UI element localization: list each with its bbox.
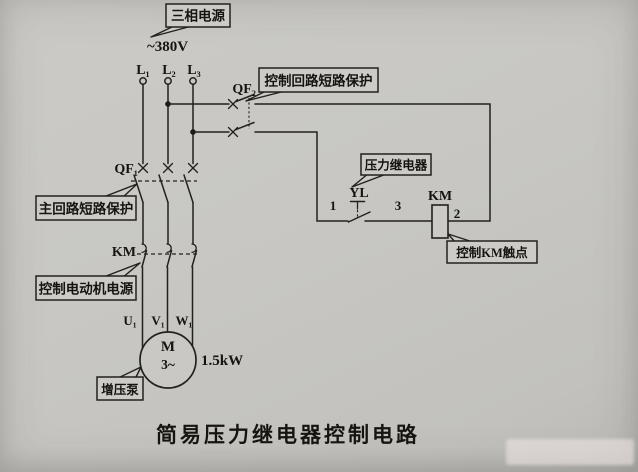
control-protection-label: 控制回路短路保护 bbox=[265, 73, 373, 89]
pressure-switch-icon bbox=[347, 200, 371, 223]
callout-main-protection: 主回路短路保护 bbox=[35, 183, 138, 221]
wire-control-left bbox=[254, 131, 349, 222]
motor-terminal-u1: U₁ bbox=[123, 313, 136, 328]
callout-pressure-relay: 压力继电器 bbox=[351, 153, 432, 188]
km-coil-label: KM bbox=[428, 189, 452, 204]
km-main-contacts-icon bbox=[137, 243, 200, 268]
main-protection-label: 主回路短路保护 bbox=[39, 201, 134, 217]
three-phase-label: 三相电源 bbox=[171, 8, 225, 24]
qf1-breaker-icon bbox=[131, 162, 199, 204]
motor-power-rating: 1.5kW bbox=[201, 353, 243, 369]
motor-m-label: M bbox=[161, 339, 175, 355]
motor-power-label: 控制电动机电源 bbox=[39, 281, 134, 297]
motor-terminal-v1: V₁ bbox=[151, 313, 164, 328]
motor-phase-label: 3~ bbox=[161, 357, 175, 372]
km-terminal-2: 2 bbox=[454, 206, 461, 221]
terminal-L2 bbox=[164, 77, 172, 85]
motor-symbol bbox=[139, 331, 197, 389]
phase-label-l3: L₃ bbox=[187, 63, 201, 78]
voltage-label: ~380V bbox=[147, 39, 188, 55]
yl-terminal-1: 1 bbox=[330, 198, 337, 213]
watermark-smudge bbox=[506, 439, 634, 465]
yl-terminal-3: 3 bbox=[395, 198, 402, 213]
phase-label-l2: L₂ bbox=[162, 63, 176, 78]
callout-booster-pump: 增压泵 bbox=[96, 366, 144, 401]
km-coil bbox=[431, 204, 449, 239]
phase-label-l1: L₁ bbox=[136, 63, 150, 78]
km-contact-label: 控制KM触点 bbox=[456, 245, 528, 260]
control-circuit bbox=[167, 93, 491, 239]
yl-blade bbox=[347, 211, 371, 223]
km-main-label: KM bbox=[112, 245, 136, 260]
qf2-blade2 bbox=[235, 121, 255, 131]
wire-control-right bbox=[254, 103, 491, 222]
diagram-title: 简易压力继电器控制电路 bbox=[156, 423, 420, 447]
booster-pump-label: 增压泵 bbox=[101, 382, 139, 397]
qf2-label: QF₂ bbox=[232, 82, 256, 97]
terminal-L3 bbox=[189, 77, 197, 85]
pressure-relay-label: 压力继电器 bbox=[365, 158, 428, 173]
yl-label: YL bbox=[349, 186, 368, 201]
callout-three-phase-source: 三相电源 bbox=[150, 3, 231, 38]
motor-terminal-w1: W₁ bbox=[176, 313, 193, 328]
main-circuit bbox=[131, 77, 200, 389]
callout-motor-power: 控制电动机电源 bbox=[35, 262, 141, 301]
callout-km-contact: 控制KM触点 bbox=[446, 233, 538, 264]
callout-control-protection: 控制回路短路保护 bbox=[245, 67, 379, 102]
qf2-blade1 bbox=[235, 93, 255, 103]
terminal-L1 bbox=[139, 77, 147, 85]
qf1-label: QF₁ bbox=[114, 162, 138, 177]
